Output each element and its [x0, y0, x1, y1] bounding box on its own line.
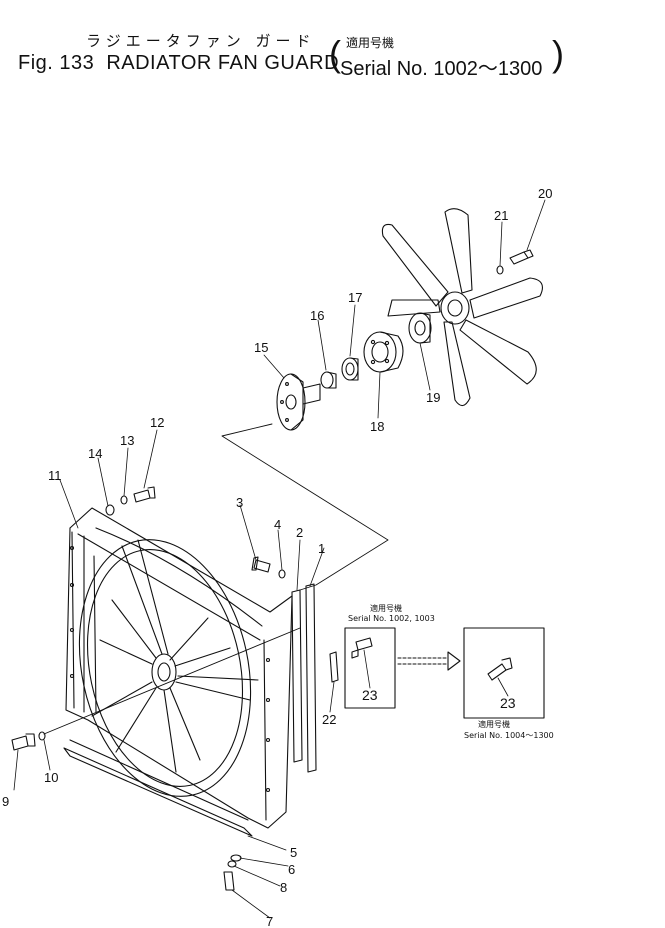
callout-6: 6 [288, 862, 295, 877]
strip-5 [63, 739, 253, 837]
callout-14: 14 [88, 446, 102, 461]
callout-20: 20 [538, 186, 552, 201]
title-japanese: ラジエータファン ガード [86, 32, 316, 50]
inset-notes: 適用号機 Serial No. 1002, 1003 適用号機 Serial N… [348, 603, 554, 740]
bolt-3 [251, 556, 271, 573]
serial-label-japanese: 適用号機 [346, 36, 395, 50]
serial-range: Serial No. 1002～1300 [340, 58, 543, 80]
strip-2 [291, 589, 303, 763]
washer-14 [105, 504, 115, 516]
callout-23-inset1: 23 [362, 687, 378, 703]
inset2-serial: Serial No. 1004～1300 [464, 731, 554, 740]
callout-3: 3 [236, 495, 243, 510]
callout-23-inset2: 23 [500, 695, 516, 711]
bolt-9 [11, 733, 36, 751]
callout-15: 15 [254, 340, 268, 355]
close-paren: ) [552, 33, 564, 74]
callout-4: 4 [274, 517, 281, 532]
open-paren: ( [329, 33, 341, 74]
collar-16 [320, 371, 337, 389]
bolt-7 [223, 871, 235, 891]
callout-22: 22 [322, 712, 336, 727]
inset-box-1004 [463, 627, 545, 719]
inset1-jp: 適用号機 [370, 603, 402, 613]
bearing-17 [341, 357, 359, 381]
inset1-serial: Serial No. 1002, 1003 [348, 614, 435, 623]
callout-10: 10 [44, 770, 58, 785]
nut-8 [227, 860, 237, 868]
washer-4 [278, 569, 286, 579]
clip-22 [329, 651, 339, 683]
pulley-18 [363, 331, 404, 373]
guard-frame [65, 507, 293, 829]
callout-8: 8 [280, 880, 287, 895]
callout-7: 7 [266, 914, 273, 928]
inset-box-1002 [344, 627, 396, 709]
washer-6 [230, 854, 242, 862]
inset2-jp: 適用号機 [478, 719, 510, 729]
callout-12: 12 [150, 415, 164, 430]
spacer-19 [408, 312, 432, 344]
callout-labels: 1 2 3 4 5 6 7 8 9 10 11 12 13 14 15 16 1… [2, 186, 552, 928]
arrow [397, 651, 461, 671]
callout-1: 1 [318, 541, 325, 556]
callout-18: 18 [370, 419, 384, 434]
title-english: RADIATOR FAN GUARD [106, 52, 340, 74]
inset2-bolt [487, 657, 513, 681]
callout-11: 11 [48, 468, 62, 483]
callout-16: 16 [310, 308, 324, 323]
washer-13 [120, 495, 128, 505]
fan-drawing [381, 208, 543, 407]
callout-2: 2 [296, 525, 303, 540]
callout-17: 17 [348, 290, 362, 305]
callout-21: 21 [494, 208, 508, 223]
shaft-15 [276, 373, 321, 431]
washer-21 [496, 265, 504, 275]
bolt-20 [509, 249, 534, 265]
leader-lines [13, 199, 546, 919]
callout-9: 9 [2, 794, 9, 809]
callout-19: 19 [426, 390, 440, 405]
figure-number: Fig. 133 [18, 52, 95, 74]
strip-1 [305, 583, 317, 773]
figure-title: Fig. 133 RADIATOR FAN GUARD [18, 52, 339, 75]
washer-10 [38, 731, 46, 741]
bolt-12 [133, 486, 156, 503]
inset1-bolt [351, 637, 373, 659]
callout-5: 5 [290, 845, 297, 860]
callout-13: 13 [120, 433, 134, 448]
